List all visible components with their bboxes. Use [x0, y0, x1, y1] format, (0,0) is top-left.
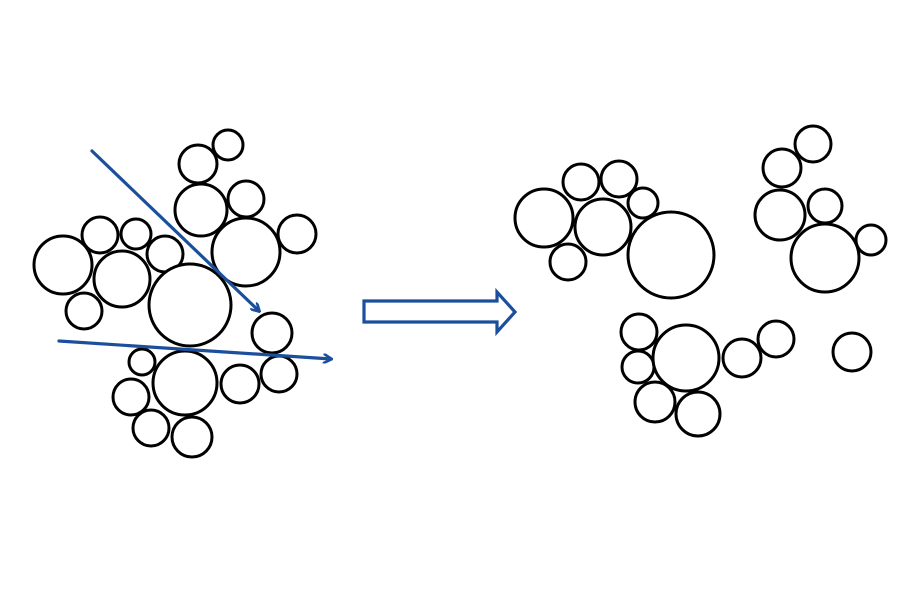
- particle: [793, 124, 833, 164]
- particle: [674, 390, 722, 438]
- particle: [131, 408, 171, 448]
- cut-arrow-diagonal: [90, 149, 259, 311]
- particle: [32, 234, 94, 296]
- fragment-single: [831, 331, 873, 373]
- fragment-top-right: [753, 124, 888, 294]
- fragment-top-left: [513, 159, 716, 300]
- particle: [64, 291, 104, 331]
- particle: [789, 222, 861, 294]
- particle: [854, 223, 888, 257]
- particle: [753, 188, 807, 242]
- particle: [599, 159, 639, 199]
- particle: [259, 354, 299, 394]
- cut-arrow-horizontal: [57, 339, 331, 359]
- hollow-right-arrow-icon: [362, 287, 518, 337]
- particle: [151, 349, 219, 417]
- particle: [127, 347, 157, 377]
- particle: [119, 217, 153, 251]
- fragment-bottom: [619, 312, 796, 438]
- particle: [111, 377, 151, 417]
- particle: [211, 128, 245, 162]
- particle: [548, 242, 588, 282]
- particle: [219, 363, 261, 405]
- agglomerate-before: [32, 128, 318, 459]
- particle: [250, 311, 294, 355]
- particle: [561, 162, 601, 202]
- particle: [651, 323, 721, 393]
- particle: [276, 213, 318, 255]
- particle: [761, 147, 803, 189]
- particle: [92, 249, 152, 309]
- particle: [626, 186, 660, 220]
- particle: [633, 380, 677, 424]
- particle: [831, 331, 873, 373]
- particle: [513, 187, 575, 249]
- particle: [806, 187, 844, 225]
- particle: [619, 312, 659, 352]
- particle: [626, 210, 716, 300]
- particle: [80, 215, 120, 255]
- particle: [173, 182, 229, 238]
- particle: [170, 415, 214, 459]
- particle: [226, 179, 266, 219]
- particle: [177, 143, 219, 185]
- particle: [147, 262, 233, 348]
- particle: [620, 349, 656, 385]
- particle: [721, 337, 763, 379]
- particle: [573, 197, 633, 257]
- particle: [210, 216, 282, 288]
- particle: [756, 319, 796, 359]
